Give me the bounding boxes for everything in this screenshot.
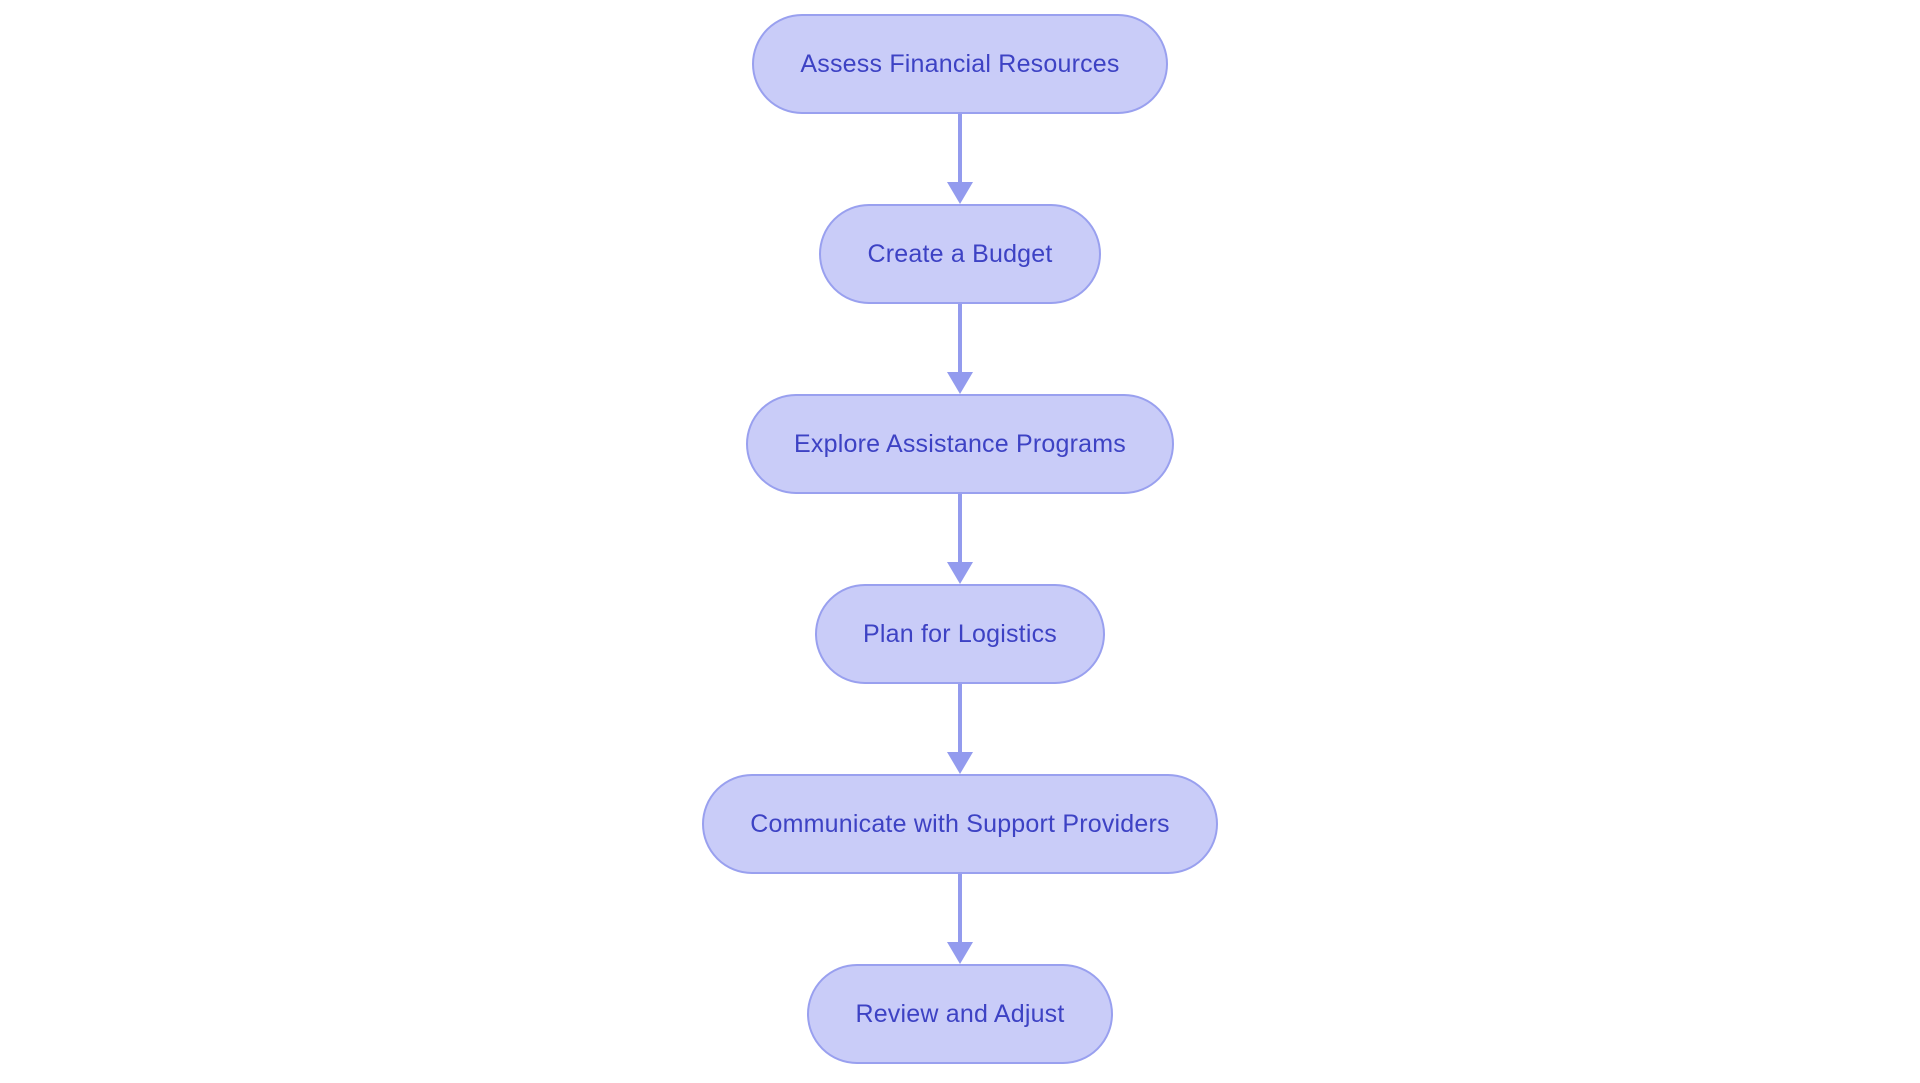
flow-arrow-down (946, 684, 974, 774)
node-label: Plan for Logistics (863, 619, 1057, 648)
node-label: Review and Adjust (855, 999, 1065, 1028)
node-assess-financial-resources: Assess Financial Resources (752, 14, 1168, 114)
arrow-head-icon (947, 372, 973, 394)
node-communicate-with-support-providers: Communicate with Support Providers (702, 774, 1218, 874)
arrow-head-icon (947, 562, 973, 584)
arrow-line (958, 684, 962, 752)
arrow-head-icon (947, 942, 973, 964)
node-explore-assistance-programs: Explore Assistance Programs (746, 394, 1174, 494)
node-label: Explore Assistance Programs (794, 429, 1126, 458)
arrow-line (958, 494, 962, 562)
flow-arrow-down (946, 494, 974, 584)
arrow-head-icon (947, 752, 973, 774)
flow-arrow-down (946, 874, 974, 964)
node-create-a-budget: Create a Budget (819, 204, 1101, 304)
arrow-line (958, 304, 962, 372)
arrow-line (958, 874, 962, 942)
node-label: Assess Financial Resources (800, 49, 1120, 78)
node-label: Communicate with Support Providers (750, 809, 1170, 838)
flow-arrow-down (946, 304, 974, 394)
node-review-and-adjust: Review and Adjust (807, 964, 1113, 1064)
arrow-head-icon (947, 182, 973, 204)
flow-arrow-down (946, 114, 974, 204)
node-plan-for-logistics: Plan for Logistics (815, 584, 1105, 684)
arrow-line (958, 114, 962, 182)
node-label: Create a Budget (867, 239, 1053, 268)
